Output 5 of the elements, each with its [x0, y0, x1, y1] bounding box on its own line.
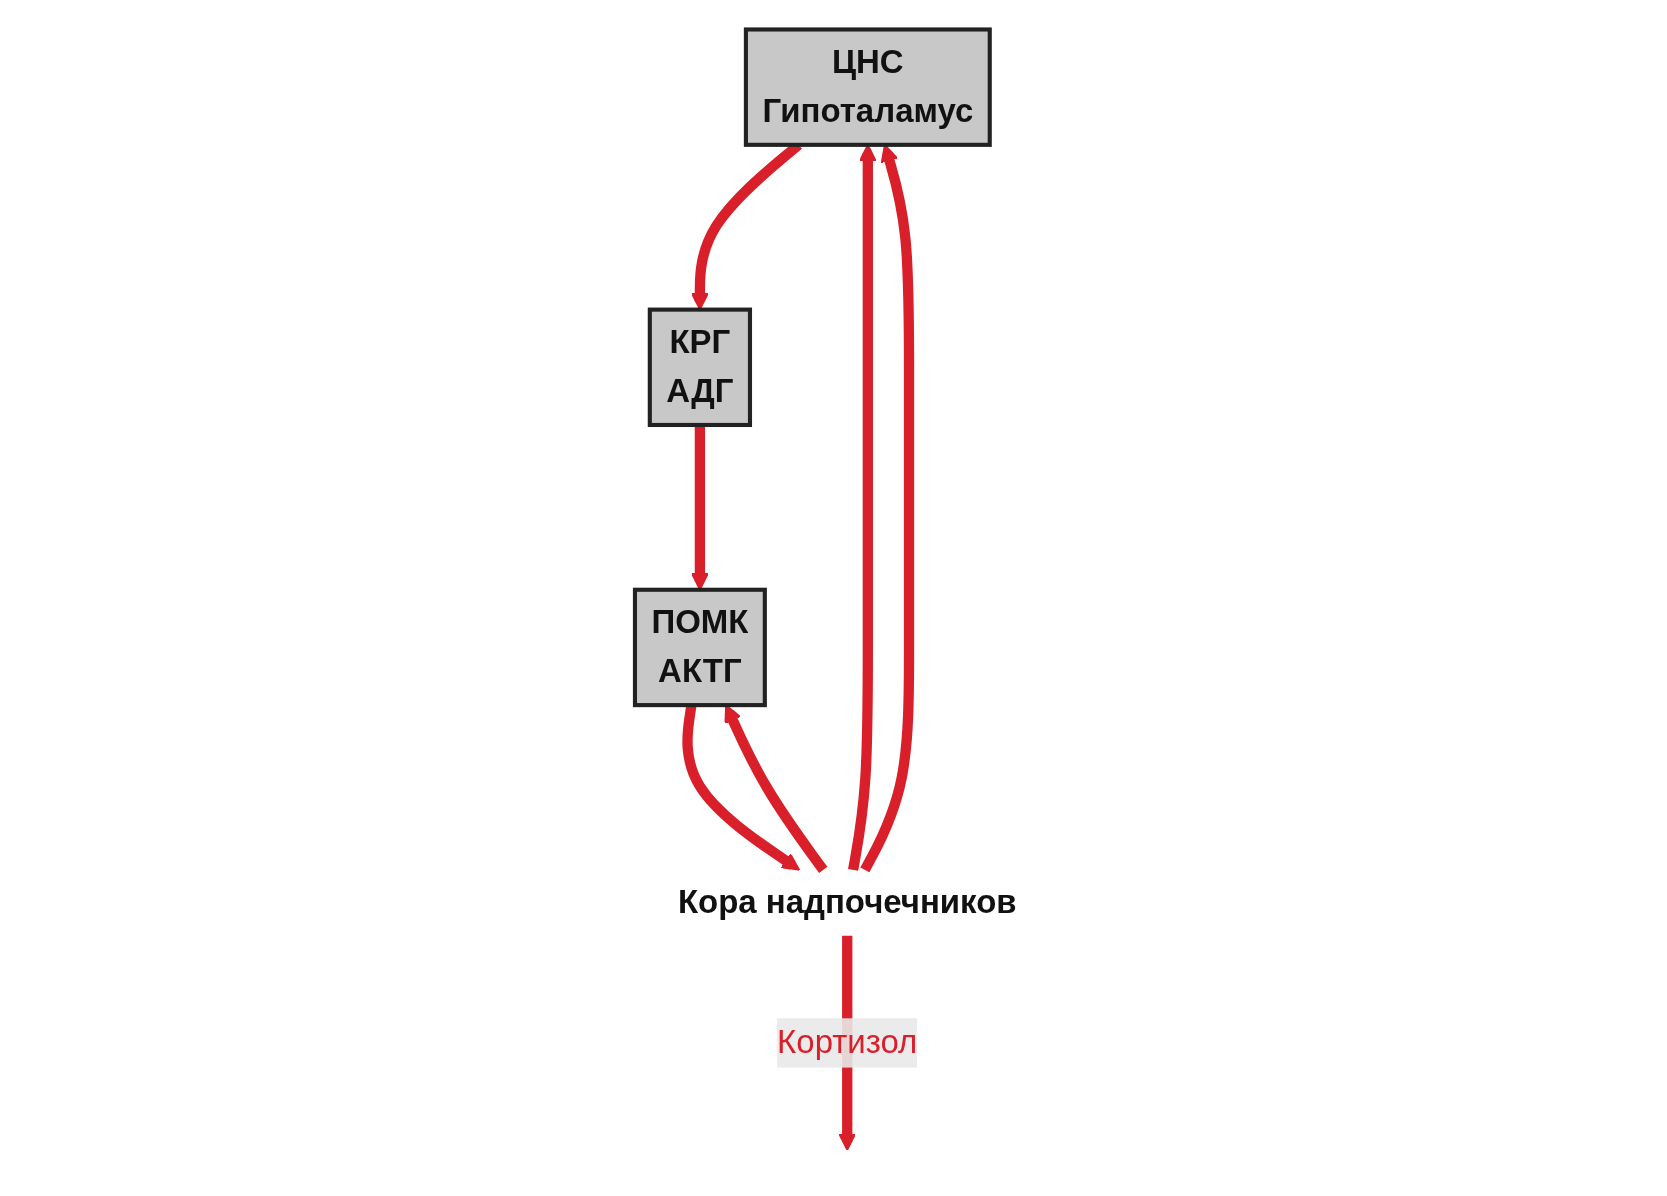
- edge-label: Кортизол: [776, 1024, 917, 1060]
- node-text: Кора надпочечников: [677, 884, 1017, 920]
- node-box: ПОМК АКТГ: [632, 587, 767, 708]
- node-box: ЦНС Гипоталамус: [743, 27, 992, 147]
- node-box: КРГ АДГ: [647, 307, 752, 428]
